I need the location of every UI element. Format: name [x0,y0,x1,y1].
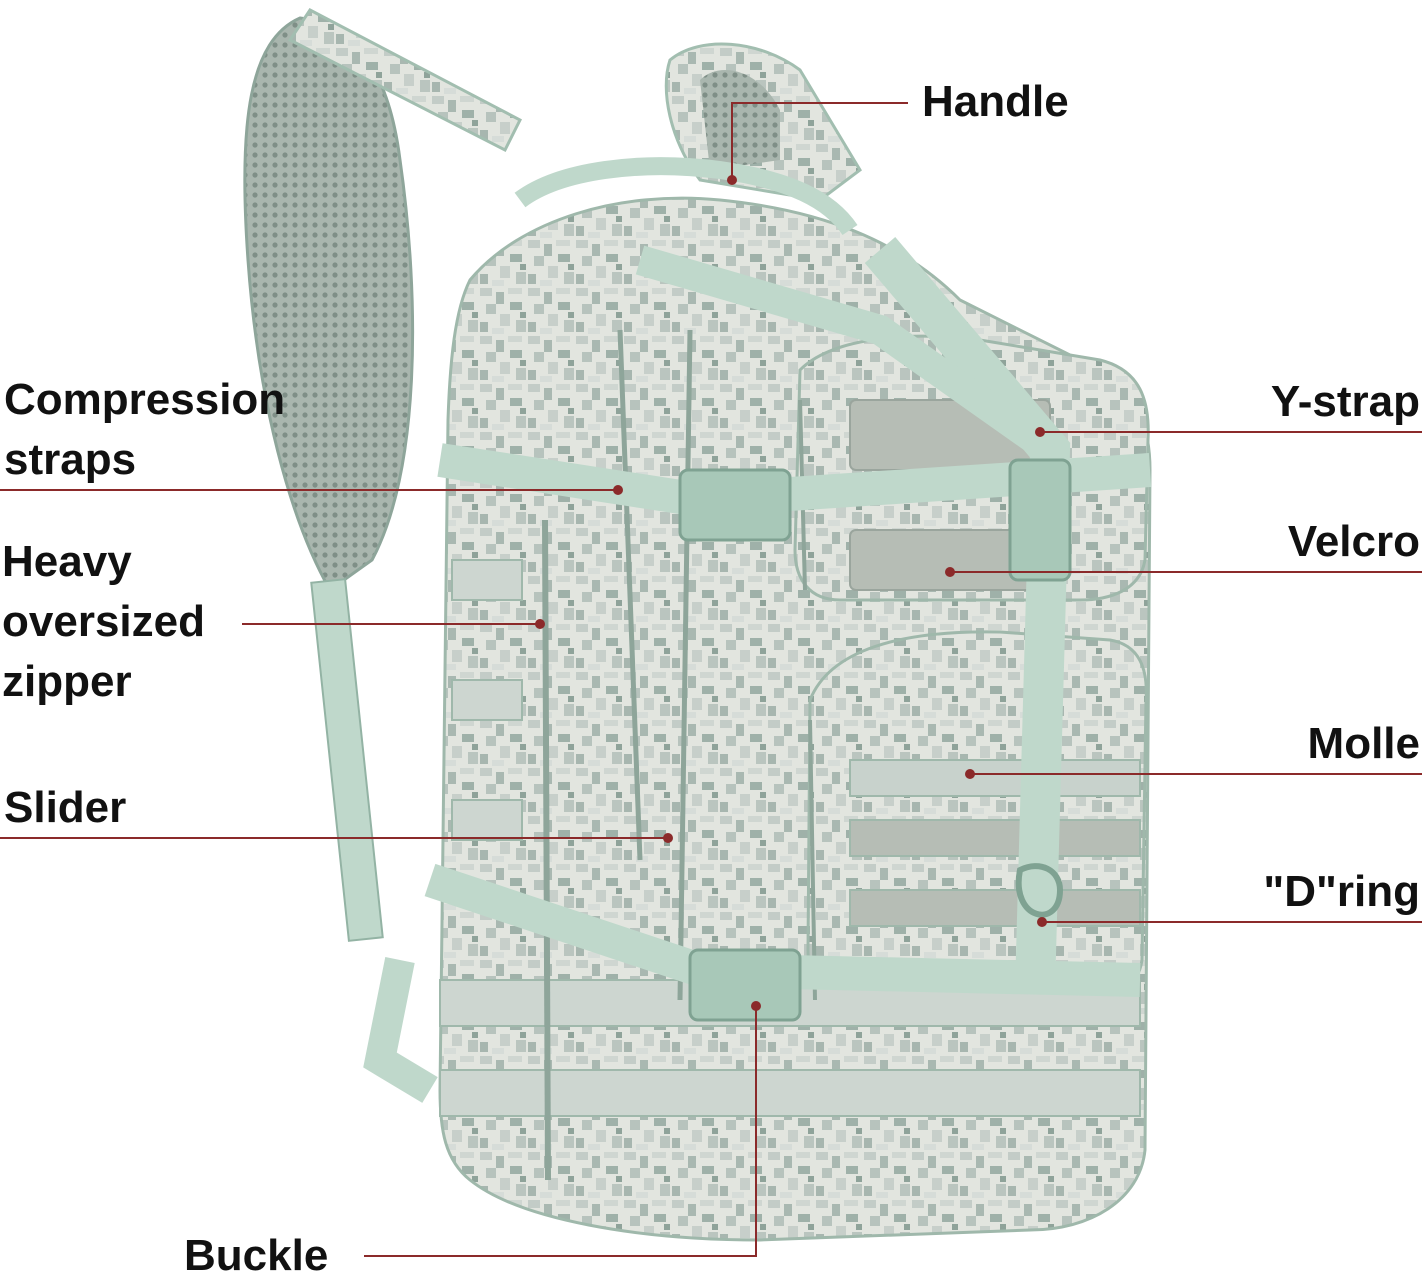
left-shoulder-strap [243,8,522,942]
leader-handle [731,102,908,180]
leader-buckle [364,1006,757,1257]
leader-molle-dot [965,769,975,779]
leader-handle-dot [727,175,737,185]
label-handle: Handle [922,77,1069,126]
leader-buckle-dot [751,1001,761,1011]
label-buckle: Buckle [184,1231,329,1280]
label-compression-straps: Compression straps [4,375,286,484]
label-d-ring: "D"ring [1263,867,1420,916]
leader-compression-straps-dot [613,485,623,495]
label-y-strap: Y-strap [1270,377,1420,426]
leader-velcro-dot [945,567,955,577]
label-heavy-oversized-zipper: Heavy oversized zipper [2,537,205,706]
leader-y-strap-dot [1035,427,1045,437]
label-slider: Slider [4,783,127,832]
leader-lines [0,102,1422,1257]
leader-slider-dot [663,833,673,843]
leader-heavy-oversized-zipper-dot [535,619,545,629]
label-velcro: Velcro [1287,517,1420,566]
label-molle: Molle [1307,719,1420,768]
buckles [678,458,1072,1022]
leader-d-ring-dot [1037,917,1047,927]
